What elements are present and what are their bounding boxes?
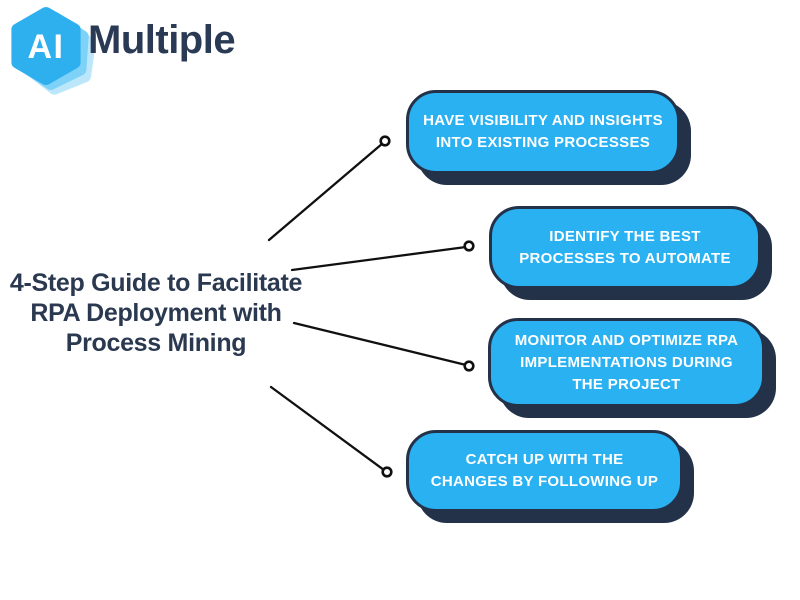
connector-endpoint-circle-2 [463, 240, 475, 252]
step-box-3: MONITOR AND OPTIMIZE RPA IMPLEMENTATIONS… [488, 318, 765, 407]
step-2-label: IDENTIFY THE BEST PROCESSES TO AUTOMATE [519, 227, 731, 267]
connector-endpoint-circle-1 [379, 135, 391, 147]
infographic-title: 4-Step Guide to Facilitate RPA Deploymen… [9, 269, 303, 357]
connector-line-2 [290, 245, 468, 272]
hexagon-main-icon [11, 7, 81, 85]
step-4-label: CATCH UP WITH THE CHANGES BY FOLLOWING U… [430, 451, 659, 490]
step-box-4: CATCH UP WITH THE CHANGES BY FOLLOWING U… [406, 430, 683, 512]
connector-endpoint-circle-3 [463, 360, 475, 372]
logo-monogram: AI [28, 28, 65, 66]
step-3-label: MONITOR AND OPTIMIZE RPA IMPLEMENTATIONS… [514, 331, 739, 393]
step-box-1: HAVE VISIBILITY AND INSIGHTS INTO EXISTI… [406, 90, 680, 174]
connector-line-3 [292, 321, 468, 367]
step-1-label: HAVE VISIBILITY AND INSIGHTS INTO EXISTI… [423, 112, 663, 151]
connector-endpoint-circle-4 [381, 466, 393, 478]
brand-logo: AI Multiple [4, 2, 236, 98]
brand-wordmark: Multiple [88, 18, 236, 62]
ai-hexagon-logo-icon: AI [11, 7, 94, 95]
step-box-2: IDENTIFY THE BEST PROCESSES TO AUTOMATE [489, 206, 761, 289]
connector-line-4 [269, 385, 386, 472]
connector-line-1 [267, 141, 385, 242]
